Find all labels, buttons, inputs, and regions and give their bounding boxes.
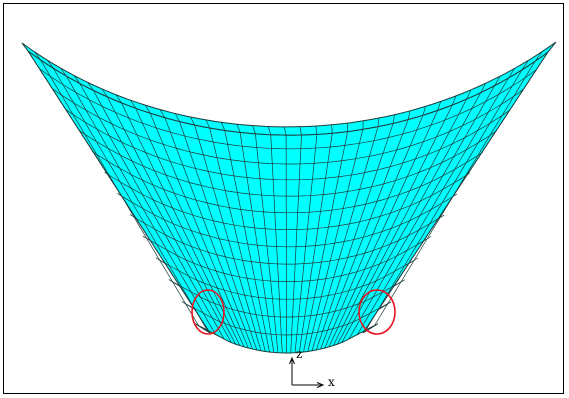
mesh-line-vertical: [236, 124, 275, 353]
mesh-line-horizontal: [51, 88, 524, 165]
mesh-line-vertical: [337, 89, 472, 345]
mesh-line-horizontal: [129, 214, 445, 265]
mesh-line-vertical: [294, 125, 318, 353]
mesh-line-vertical: [374, 51, 543, 326]
mesh-line-vertical: [341, 83, 486, 343]
mesh-line-horizontal: [168, 279, 405, 318]
mesh-line-vertical: [324, 106, 426, 349]
mesh-line-vertical: [252, 125, 279, 353]
mesh-line-vertical: [348, 76, 501, 340]
mesh-line-horizontal: [117, 193, 458, 248]
mesh-line-vertical: [130, 100, 245, 347]
left-highlight-circle: [191, 289, 225, 335]
mesh-line-vertical: [328, 101, 442, 347]
mesh-line-vertical: [307, 120, 364, 352]
mesh-line-horizontal: [155, 257, 419, 300]
mesh-line-horizontal: [142, 235, 432, 282]
mesh-line-vertical: [101, 88, 236, 345]
mesh-line-vertical: [159, 109, 253, 350]
axis-triad: z x: [289, 347, 335, 389]
mesh-line-vertical: [115, 94, 241, 346]
z-axis-label: z: [296, 347, 302, 361]
mesh-line-vertical: [320, 110, 411, 350]
mesh-line-vertical: [174, 113, 258, 351]
mesh-line-vertical: [311, 117, 380, 351]
mesh-line-vertical: [290, 126, 302, 353]
x-axis-label: x: [328, 375, 335, 389]
mesh-line-horizontal: [65, 108, 511, 181]
mesh-line-horizontal: [104, 171, 470, 231]
mesh-line-vertical: [87, 82, 232, 343]
mesh-line-vertical: [315, 114, 395, 351]
mesh-line-vertical: [332, 95, 457, 346]
x-arrowhead: [316, 382, 325, 388]
mesh-line-vertical: [357, 68, 515, 335]
highlight-markers: [191, 289, 396, 335]
mesh-line-vertical: [283, 126, 287, 353]
mesh-line-vertical: [144, 104, 249, 349]
mesh-line-horizontal: [39, 68, 537, 150]
mesh-line-vertical: [21, 42, 211, 334]
mesh-line-vertical: [47, 59, 208, 331]
right-highlight-circle: [358, 289, 396, 335]
mesh-line-vertical: [73, 75, 225, 340]
mesh-line-vertical: [298, 124, 333, 353]
mesh-line-horizontal: [91, 151, 483, 214]
mesh-line-horizontal: [78, 129, 497, 197]
mesh-line-vertical: [267, 126, 283, 353]
z-arrowhead: [289, 356, 295, 365]
mesh-line-vertical: [34, 51, 199, 326]
mesh-line-vertical: [362, 41, 557, 334]
mesh-line-vertical: [303, 123, 348, 353]
mesh-line-vertical: [205, 119, 266, 352]
mesh-surface: [21, 41, 557, 354]
mesh-line-vertical: [365, 60, 529, 331]
mesh-line-horizontal: [181, 301, 392, 336]
mesh-line-vertical: [220, 122, 270, 353]
mesh-line-vertical: [190, 116, 262, 351]
mesh-line-vertical: [60, 67, 216, 335]
